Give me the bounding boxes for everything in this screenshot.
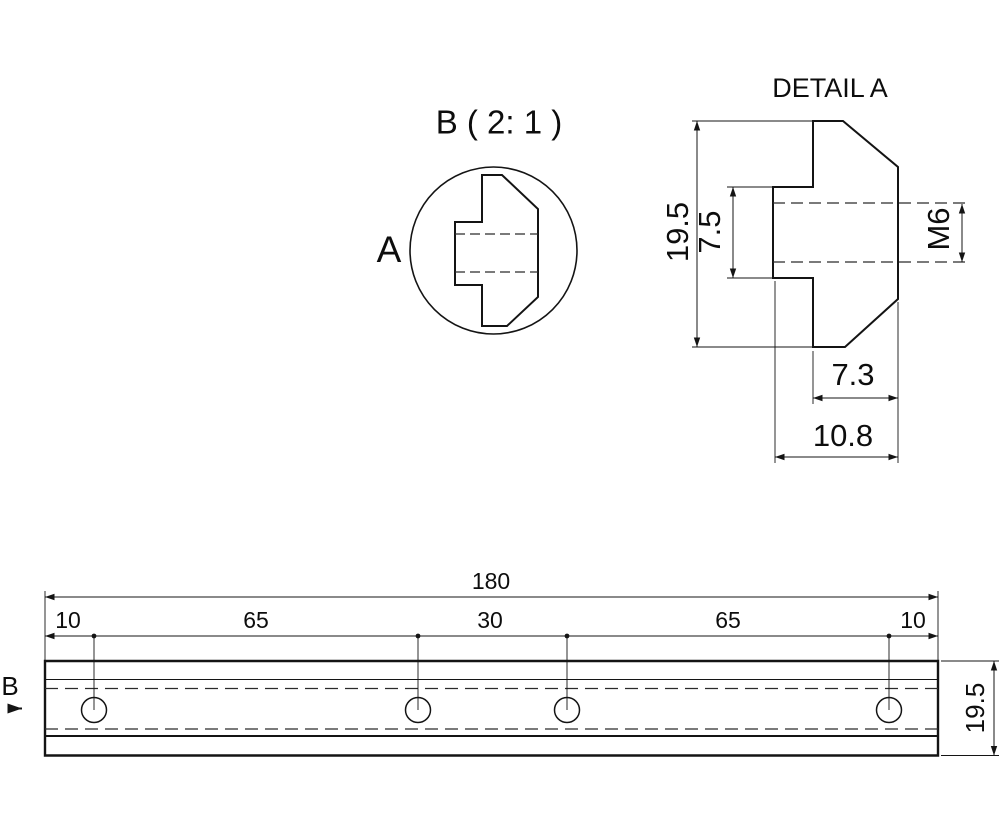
dim-slot-height: 7.5 bbox=[692, 186, 772, 279]
detail-view-a: DETAIL A 19.5 7.5 M6 bbox=[660, 73, 968, 463]
detail-region-label: A bbox=[377, 229, 402, 270]
rail-outline bbox=[43, 659, 940, 757]
section-marker-b: B bbox=[1, 671, 22, 714]
front-view: 180 10 65 30 65 10 19.5 B bbox=[1, 568, 999, 757]
detail-view-a-title: DETAIL A bbox=[772, 73, 888, 103]
dim-slot-height-label: 7.5 bbox=[692, 210, 727, 253]
section-label: B bbox=[1, 671, 18, 701]
dim-inner-depth: 7.3 bbox=[812, 302, 899, 463]
dim-rail-height-label: 19.5 bbox=[960, 683, 990, 734]
dim-thread-label: M6 bbox=[921, 207, 956, 250]
dim-overall-height-label: 19.5 bbox=[660, 202, 695, 262]
dim-overall-length-label: 180 bbox=[472, 568, 510, 594]
dim-thread: M6 bbox=[921, 204, 966, 262]
section-view-b-title: B ( 2: 1 ) bbox=[436, 104, 563, 141]
dim-offset-label: 10 bbox=[900, 607, 926, 633]
dim-hole-spacing-chain: 10 65 30 65 10 bbox=[45, 607, 938, 640]
section-view-b: B ( 2: 1 ) A bbox=[377, 104, 578, 335]
rail-profile-detail-a bbox=[772, 120, 899, 348]
dim-overall-depth: 10.8 bbox=[774, 281, 898, 463]
rail-profile-section-b bbox=[454, 174, 539, 327]
dim-offset-label: 65 bbox=[715, 607, 741, 633]
dim-overall-depth-label: 10.8 bbox=[813, 418, 873, 453]
dim-overall-length: 180 bbox=[45, 568, 938, 601]
dim-offset-label: 10 bbox=[55, 607, 81, 633]
dim-inner-depth-label: 7.3 bbox=[831, 357, 874, 392]
dim-offset-label: 65 bbox=[243, 607, 269, 633]
dim-rail-height: 19.5 bbox=[941, 660, 999, 756]
dim-overall-height: 19.5 bbox=[660, 120, 844, 348]
dim-offset-label: 30 bbox=[477, 607, 503, 633]
detail-boundary-circle bbox=[409, 166, 578, 335]
